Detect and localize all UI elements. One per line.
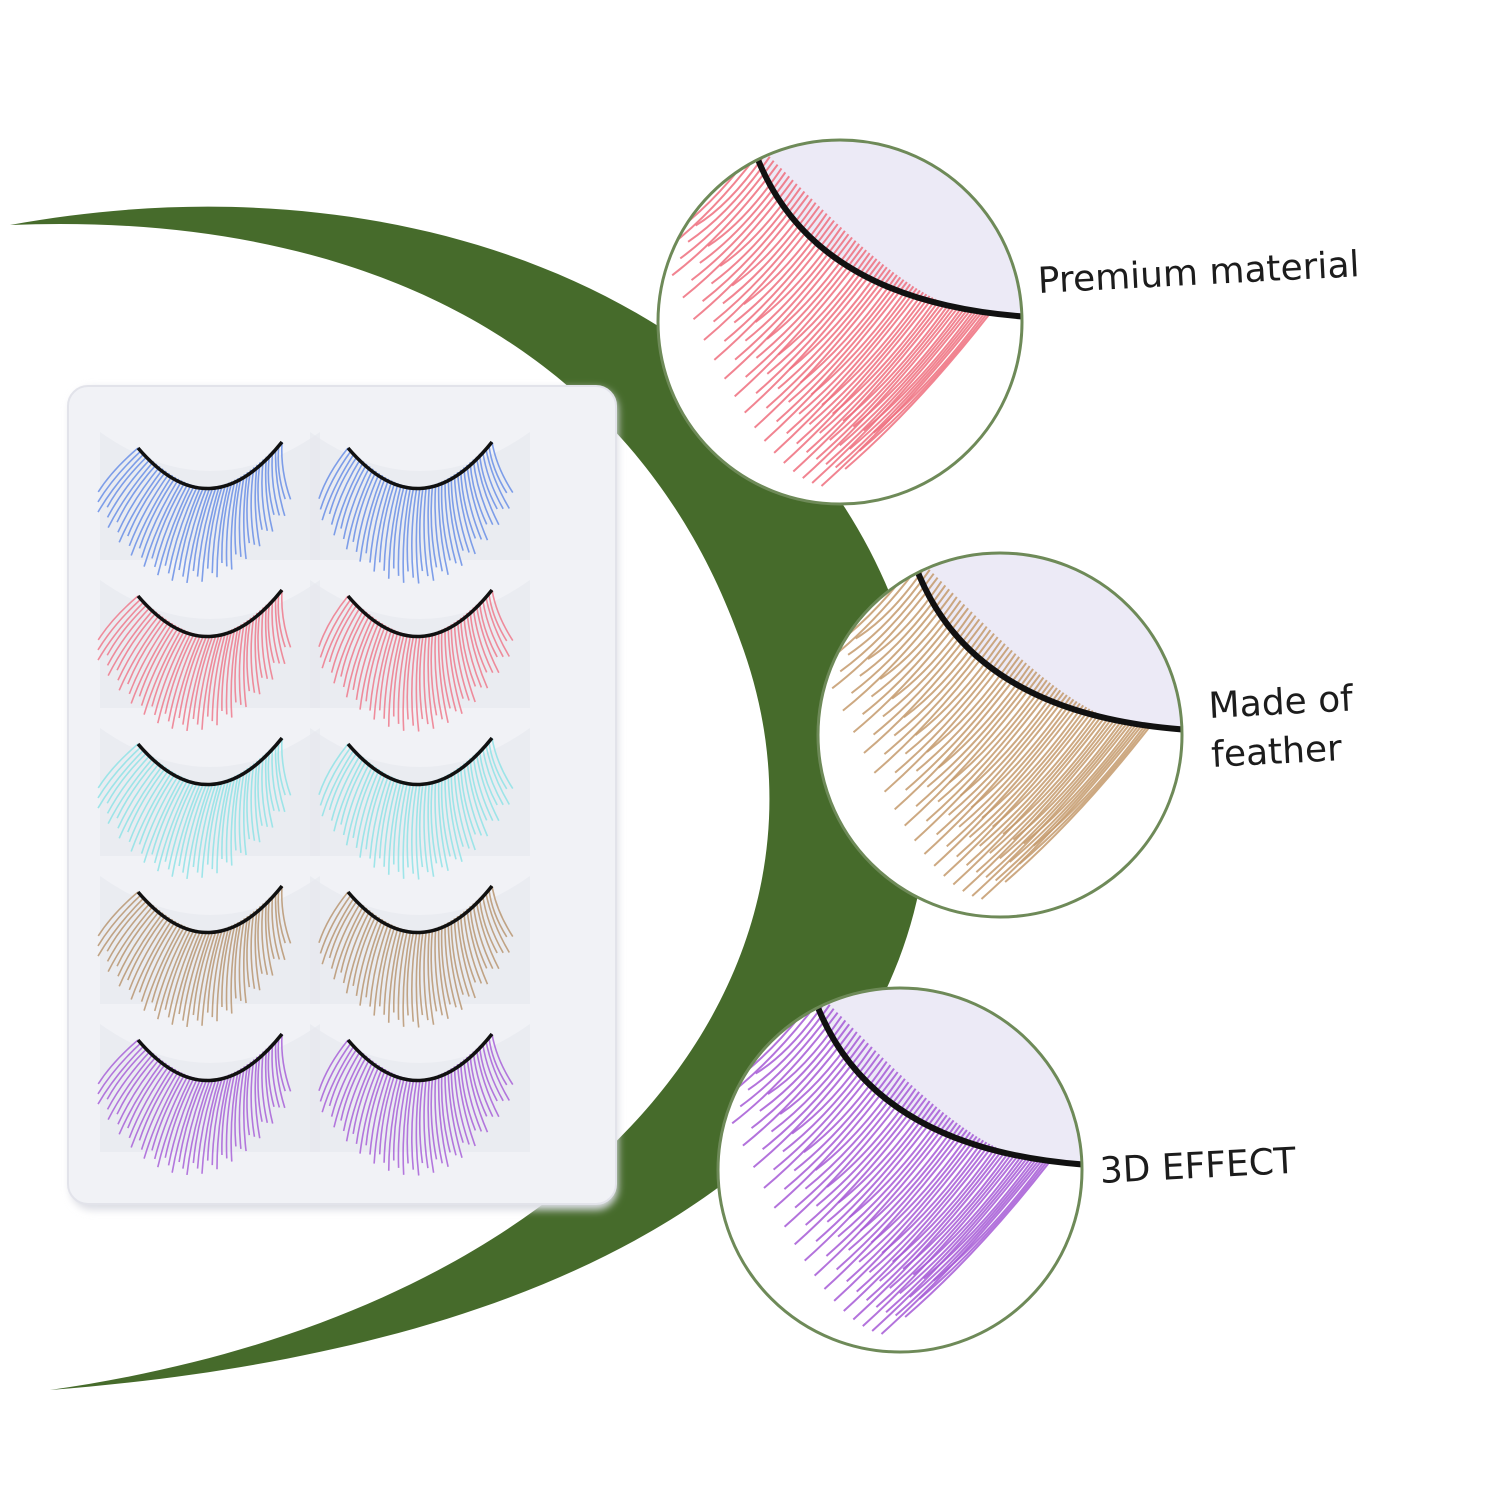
feature-label-made-of-feather: Made of feather bbox=[1207, 678, 1354, 776]
pink-lash-closeup-icon bbox=[656, 138, 1024, 506]
eyelash-tray bbox=[67, 385, 618, 1210]
tray-lash-blue-left bbox=[97, 432, 320, 584]
green-crescent-shape bbox=[10, 206, 929, 1390]
tray-lash-brown-left bbox=[97, 876, 320, 1028]
tray-lash-light-blue-right bbox=[310, 728, 530, 880]
tray-lash-pink-left bbox=[97, 580, 320, 732]
tray-lash-blue-right bbox=[310, 432, 530, 584]
feature-label-3d-effect: 3D EFFECT bbox=[1098, 1140, 1297, 1192]
tray-lash-brown-right bbox=[310, 876, 530, 1028]
tray-lash-pink-right bbox=[310, 580, 530, 732]
tray-lash-light-blue-left bbox=[97, 728, 320, 880]
tray-lash-purple-right bbox=[310, 1024, 530, 1176]
tray-lash-purple-left bbox=[97, 1024, 320, 1176]
